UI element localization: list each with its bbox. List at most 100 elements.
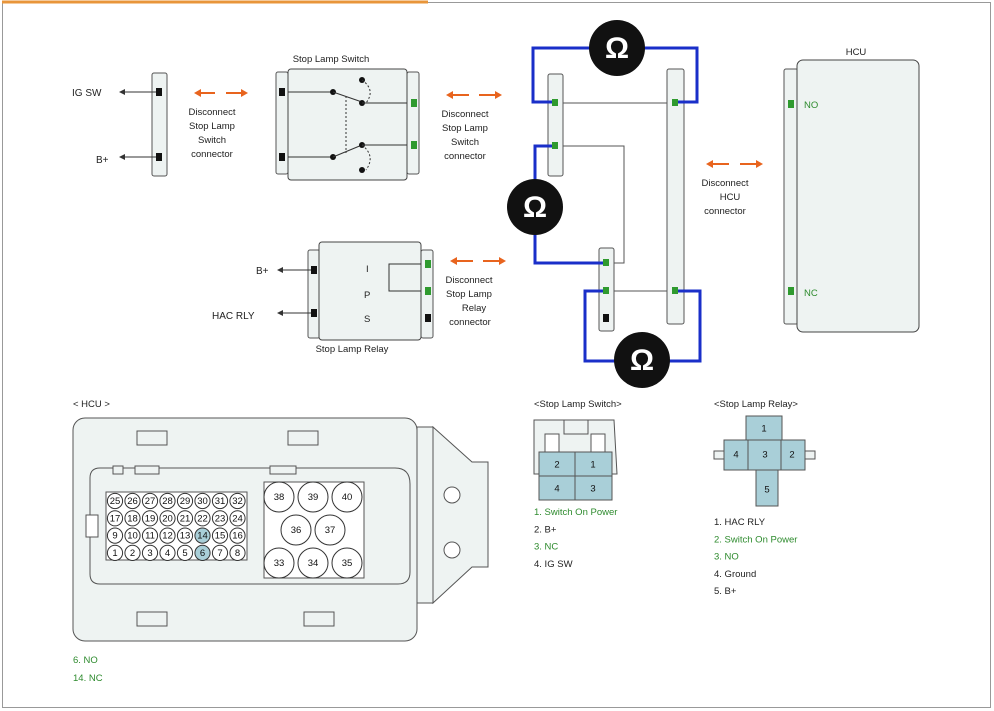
hcu-nc-label: NC xyxy=(804,288,818,299)
switch-harness-strip xyxy=(547,73,564,177)
hcu-pin-2 xyxy=(124,544,141,562)
hcu-pin-label: 5 xyxy=(182,548,187,559)
hcu-legend-14: 14. NC xyxy=(73,673,103,684)
hcu-pin-label: 16 xyxy=(232,531,243,542)
relay-pin-3: 3 xyxy=(762,450,767,461)
hcu-pin-label: 20 xyxy=(162,513,173,524)
switch-pin-1: 1 xyxy=(590,460,595,471)
relay-pin-i: I xyxy=(366,264,369,275)
ohm-meter-icon: Ω xyxy=(507,179,563,235)
hcu-pin-33 xyxy=(263,547,295,579)
hcu-pin-14 xyxy=(194,527,211,544)
note-disconnect-switch-left: Disconnect Stop Lamp Switch connector xyxy=(189,107,236,160)
hcu-pin-label: 34 xyxy=(308,558,319,569)
hcu-pin-label: 9 xyxy=(112,531,117,542)
hcu-pin-label: 3 xyxy=(147,548,152,559)
hcu-pin-20 xyxy=(159,510,176,527)
switch-legend-item: 1. Switch On Power xyxy=(534,507,617,518)
hcu-pin-label: 32 xyxy=(232,496,243,507)
ohm-meter-icon: Ω xyxy=(614,332,670,388)
svg-text:connector: connector xyxy=(704,206,746,217)
hcu-connector-title: < HCU > xyxy=(73,399,110,410)
relay-pin-legend: 1. HAC RLY 2. Switch On Power 3. NO 4. Grou… xyxy=(714,517,797,597)
relay-hac-rly-label: HAC RLY xyxy=(212,311,255,322)
b-plus-label: B+ xyxy=(96,155,109,166)
hcu-pin-35 xyxy=(331,547,363,579)
hcu-pin-label: 40 xyxy=(342,492,353,503)
hcu-pin-10 xyxy=(124,527,141,544)
switch-legend-item: 2. B+ xyxy=(534,524,557,535)
hcu-pin-label: 27 xyxy=(145,496,156,507)
hcu-pin-label: 14 xyxy=(197,531,208,542)
disconnect-arrow-icon xyxy=(194,89,248,97)
hcu-pin-8 xyxy=(229,544,246,562)
hcu-pin-label: 22 xyxy=(197,513,208,524)
hcu-pin-40 xyxy=(331,481,363,513)
ig-connector: IG SW B+ xyxy=(72,72,168,177)
hcu-pin-36 xyxy=(280,514,312,546)
switch-legend-item: 3. NC xyxy=(534,542,558,553)
hcu-pin-9 xyxy=(106,527,124,544)
relay-legend-item: 4. Ground xyxy=(714,569,756,580)
hcu-pin-label: 21 xyxy=(180,513,191,524)
hcu-pin-label: 8 xyxy=(235,548,240,559)
hcu-pin-label: 4 xyxy=(165,548,170,559)
svg-text:Stop Lamp: Stop Lamp xyxy=(189,121,235,132)
relay-b-plus-label: B+ xyxy=(256,266,269,277)
hcu-pin-label: 28 xyxy=(162,496,173,507)
note-disconnect-hcu: Disconnect HCU connector xyxy=(702,178,749,217)
hcu-pin-label: 13 xyxy=(180,531,191,542)
hcu-pin-1 xyxy=(106,544,124,562)
relay-pin-s: S xyxy=(364,314,370,325)
relay-pin-5: 5 xyxy=(764,485,769,496)
hcu-pin-21 xyxy=(176,510,194,527)
svg-text:Stop Lamp: Stop Lamp xyxy=(446,289,492,300)
hcu-pin-3 xyxy=(141,544,159,562)
hcu-pin-label: 30 xyxy=(197,496,208,507)
svg-text:Disconnect: Disconnect xyxy=(702,178,749,189)
switch-connector-title: <Stop Lamp Switch> xyxy=(534,399,622,410)
svg-text:Disconnect: Disconnect xyxy=(189,107,236,118)
svg-text:Disconnect: Disconnect xyxy=(446,275,493,286)
stop-lamp-switch: Stop Lamp Switch xyxy=(275,54,420,181)
hcu-pin-label: 18 xyxy=(127,513,138,524)
hcu-pin-label: 2 xyxy=(130,548,135,559)
ohm-meter-icon: Ω xyxy=(589,20,645,76)
hcu-pin-7 xyxy=(211,544,229,562)
note-disconnect-relay: Disconnect Stop Lamp Relay connector xyxy=(446,275,493,328)
hcu-pin-label: 25 xyxy=(110,496,121,507)
disconnect-arrow-icon xyxy=(706,160,763,168)
hcu-pin-label: 26 xyxy=(127,496,138,507)
hcu-pin-label: 35 xyxy=(342,558,353,569)
svg-text:HCU: HCU xyxy=(720,192,741,203)
hcu-pin-39 xyxy=(297,481,329,513)
svg-text:Switch: Switch xyxy=(451,137,479,148)
hcu-no-label: NO xyxy=(804,100,818,111)
hcu-pin-label: 29 xyxy=(180,496,191,507)
disconnect-arrow-icon xyxy=(446,91,502,99)
hcu-pin-label: 7 xyxy=(217,548,222,559)
hcu-pin-28 xyxy=(159,492,176,510)
disconnect-arrow-icon xyxy=(450,257,506,265)
relay-legend-item: 3. NO xyxy=(714,552,739,563)
hcu-pin-25 xyxy=(106,492,124,510)
hcu-pin-label: 10 xyxy=(127,531,138,542)
hcu-pin-label: 19 xyxy=(145,513,156,524)
switch-pin-legend: 1. Switch On Power 2. B+ 3. NC 4. IG SW xyxy=(534,507,617,570)
hcu-pin-label: 38 xyxy=(274,492,285,503)
relay-legend-item: 2. Switch On Power xyxy=(714,534,797,545)
hcu-pin-34 xyxy=(297,547,329,579)
relay-legend-item: 1. HAC RLY xyxy=(714,517,766,528)
svg-text:connector: connector xyxy=(191,149,233,160)
hcu-pin-label: 12 xyxy=(162,531,173,542)
hcu-pin-4 xyxy=(159,544,176,562)
switch-legend-item: 4. IG SW xyxy=(534,559,573,570)
relay-pin-2: 2 xyxy=(789,450,794,461)
meter-harness xyxy=(531,46,702,363)
hcu-pin-label: 15 xyxy=(215,531,226,542)
relay-legend-item: 5. B+ xyxy=(714,586,737,597)
hcu-pin-label: 36 xyxy=(291,525,302,536)
hcu-pin-label: 11 xyxy=(145,531,155,542)
